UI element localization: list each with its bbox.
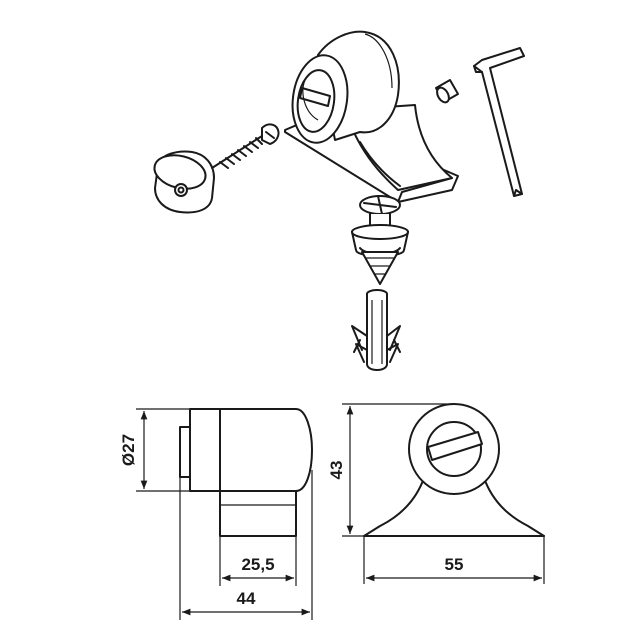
dimension-base-depth: 25,5 <box>219 536 297 586</box>
door-stop-body <box>284 30 459 203</box>
dimension-diameter: Ø27 <box>119 408 190 492</box>
dimension-height: 43 <box>327 403 454 537</box>
grub-screw <box>435 79 459 104</box>
dimension-overall-depth: 44 <box>179 470 313 620</box>
dimension-base-width-label: 55 <box>445 555 464 574</box>
fixing-screw-with-collar <box>351 195 409 285</box>
wood-screw <box>211 123 280 169</box>
side-view <box>179 408 313 537</box>
dimension-base-depth-label: 25,5 <box>241 555 274 574</box>
wall-plug <box>351 289 401 371</box>
dimension-diameter-label: Ø27 <box>119 434 138 466</box>
dimension-base-width: 55 <box>363 536 545 584</box>
allen-key <box>473 47 525 197</box>
buffer-disc <box>153 150 215 214</box>
front-view <box>363 403 545 537</box>
dimension-overall-depth-label: 44 <box>237 589 256 608</box>
dimension-height-label: 43 <box>327 461 346 480</box>
